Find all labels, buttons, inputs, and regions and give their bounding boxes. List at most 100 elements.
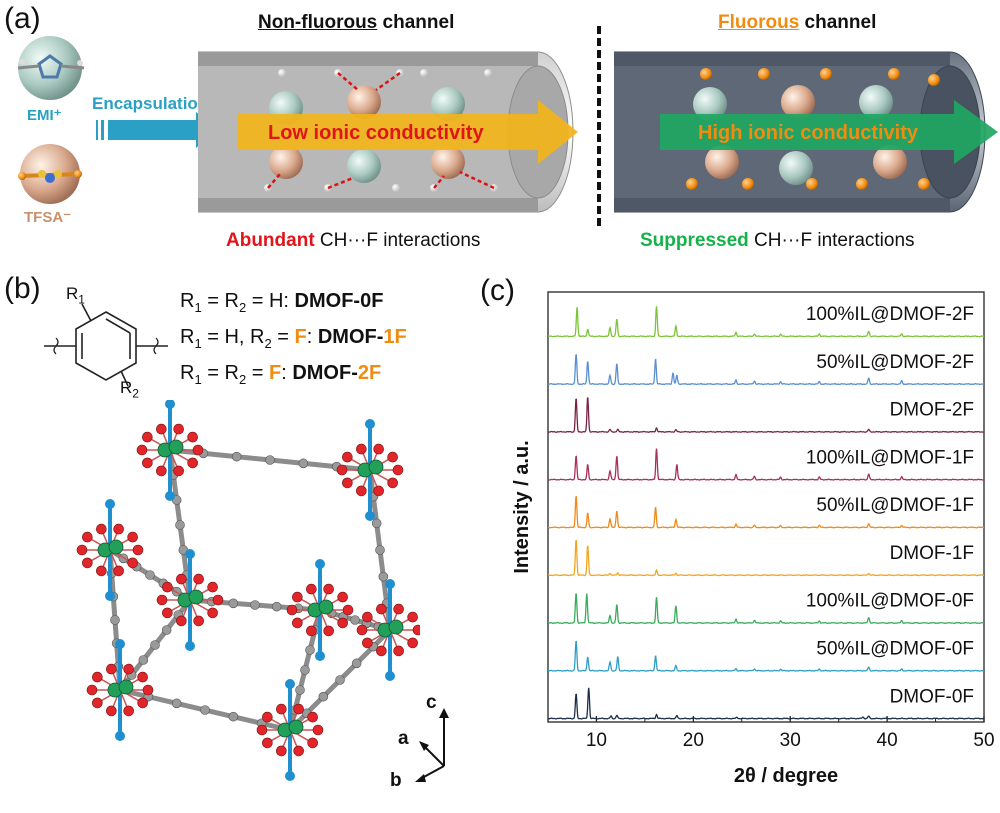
series-label: 100%IL@DMOF-0F [806, 591, 974, 612]
carbon-atom [371, 518, 382, 529]
l2-post2: : [281, 362, 293, 384]
nitrogen-atom [365, 511, 375, 521]
left-channel-title-underlined: Non-fluorous [258, 12, 378, 33]
oxygen-atom [187, 457, 198, 469]
nitrogen-atom [115, 639, 125, 649]
oxygen-atom [373, 443, 384, 455]
y-axis-label: Intensity / a.u. [511, 440, 533, 573]
nitrogen-atom [185, 641, 195, 651]
oxygen-atom [142, 431, 153, 443]
oxygen-atom [176, 615, 187, 627]
xrd-series-50%IL@DMOF-2F [548, 354, 985, 386]
carbon-atom [318, 691, 329, 702]
oxygen-atom [106, 705, 117, 717]
panel-b-label: (b) [4, 272, 41, 305]
oxygen-atom [136, 444, 148, 456]
oxygen-atom [156, 423, 167, 435]
l1-post: = [271, 326, 295, 348]
oxygen-atom [123, 663, 134, 675]
oxygen-atom [127, 531, 138, 543]
encapsulation-label: Encapsulation [92, 94, 209, 113]
oxygen-atom [312, 724, 324, 736]
xrd-series-DMOF-0F [548, 687, 985, 720]
l0-mid: = R [201, 290, 239, 312]
oxygen-atom [276, 703, 287, 715]
r-definition-1f: R1 = H, R2 = F: DMOF-1F [180, 326, 407, 351]
oxygen-atom [373, 485, 384, 497]
oxygen-atom [262, 737, 273, 749]
l0-post: = H: [246, 290, 295, 312]
emi-cation-label: EMI⁺ [27, 107, 62, 124]
oxygen-atom [356, 485, 367, 497]
carbon-atom [298, 458, 309, 469]
x-tick-label: 40 [877, 730, 898, 751]
oxygen-atom [412, 624, 420, 636]
oxygen-atom [393, 603, 404, 615]
l1-pre: R [180, 326, 195, 348]
carbon-atom [350, 615, 360, 625]
r-definition-2f: R1 = R2 = F: DMOF-2F [180, 362, 381, 387]
right-channel-title-underlined: Fluorous [718, 12, 800, 33]
zinc-atom [108, 539, 124, 555]
oxygen-atom [306, 625, 317, 637]
oxygen-atom [76, 544, 88, 556]
carbon-atom [335, 675, 345, 685]
l0-name: DMOF-0F [294, 290, 384, 312]
oxygen-atom [193, 573, 204, 585]
left-interaction-rest: CH···F interactions [314, 230, 481, 251]
series-label: 50%IL@DMOF-0F [816, 639, 974, 660]
l1-name-b: 1F [383, 326, 407, 348]
x-axis-label: 2θ / degree [734, 765, 838, 787]
oxygen-atom [356, 443, 367, 455]
carbon-atom [231, 451, 242, 462]
series-label: 100%IL@DMOF-1F [806, 447, 974, 468]
oxygen-atom [82, 531, 93, 543]
oxygen-atom [387, 477, 398, 489]
xrd-series-DMOF-2F [548, 397, 985, 433]
l1-mid: = H, R [201, 326, 265, 348]
oxygen-atom [376, 603, 387, 615]
oxygen-atom [336, 464, 348, 476]
carbon-atom [265, 455, 275, 465]
l2-s2: 2 [238, 372, 247, 387]
zinc-atom [388, 619, 404, 635]
r1-letter: R [66, 284, 79, 303]
oxygen-atom [286, 604, 298, 616]
x-tick-label: 10 [586, 730, 607, 751]
oxygen-atom [132, 544, 144, 556]
carbon-atom [250, 600, 260, 610]
oxygen-atom [96, 565, 107, 577]
x-tick-label: 30 [780, 730, 801, 751]
oxygen-atom [123, 705, 134, 717]
l2-name-b: 2F [357, 362, 382, 384]
xrd-series-DMOF-1F [548, 539, 984, 577]
nitrogen-atom [285, 679, 295, 689]
right-channel-title-rest: channel [799, 12, 877, 33]
oxygen-atom [137, 697, 148, 709]
oxygen-atom [293, 703, 304, 715]
oxygen-atom [393, 645, 404, 657]
l1-f: F [294, 326, 307, 348]
oxygen-atom [323, 625, 334, 637]
panel-c-label: (c) [480, 274, 515, 307]
r2-letter: R [120, 378, 133, 397]
oxygen-atom [356, 624, 368, 636]
oxygen-atom [106, 663, 117, 675]
l2-s1: 1 [194, 372, 202, 387]
xrd-series-50%IL@DMOF-0F [548, 640, 985, 672]
oxygen-atom [92, 671, 103, 683]
oxygen-atom [207, 581, 218, 593]
oxygen-atom [307, 737, 318, 749]
panel-a-label: (a) [4, 2, 41, 35]
nitrogen-atom [115, 731, 125, 741]
nitrogen-atom [365, 419, 375, 429]
oxygen-atom [262, 711, 273, 723]
carbon-atom [150, 640, 160, 650]
carbon-atom [110, 615, 120, 625]
oxygen-atom [342, 604, 354, 616]
oxygen-atom [407, 611, 418, 623]
oxygen-atom [193, 615, 204, 627]
oxygen-atom [342, 451, 353, 463]
oxygen-atom [337, 591, 348, 603]
suppressed-text: Suppressed [640, 230, 749, 251]
